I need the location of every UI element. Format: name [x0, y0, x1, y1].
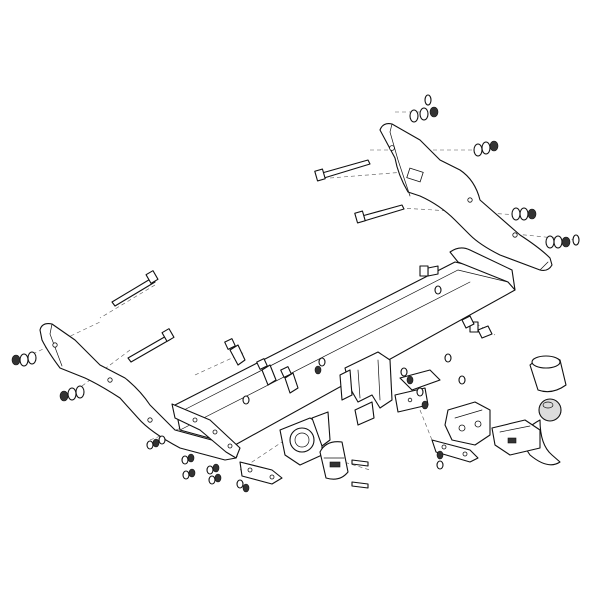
- left-long-bolts: [111, 270, 175, 363]
- tow-ball-assembly: [491, 355, 567, 466]
- center-mounting-bracket: [339, 351, 393, 426]
- electrical-socket: [279, 411, 349, 480]
- right-long-bolts: [314, 159, 405, 224]
- nut-washer-stack: [11, 351, 37, 367]
- fastener-stacks: [11, 94, 580, 493]
- receiver-block: [431, 401, 491, 463]
- short-bolts: [224, 265, 493, 489]
- main-cross-beam: [171, 247, 516, 459]
- nut-washer-stack: [59, 385, 85, 402]
- center-fastener-group: [242, 285, 466, 470]
- nut-washer-stack: [511, 207, 537, 221]
- right-side-bracket: [379, 123, 553, 271]
- lower-left-fastener-group: [146, 435, 250, 493]
- socket-bracket-plate: [239, 461, 283, 485]
- nut-washer-stack: [409, 94, 439, 123]
- nut-washer-stack: [473, 140, 499, 157]
- nut-washer-stack: [545, 234, 580, 249]
